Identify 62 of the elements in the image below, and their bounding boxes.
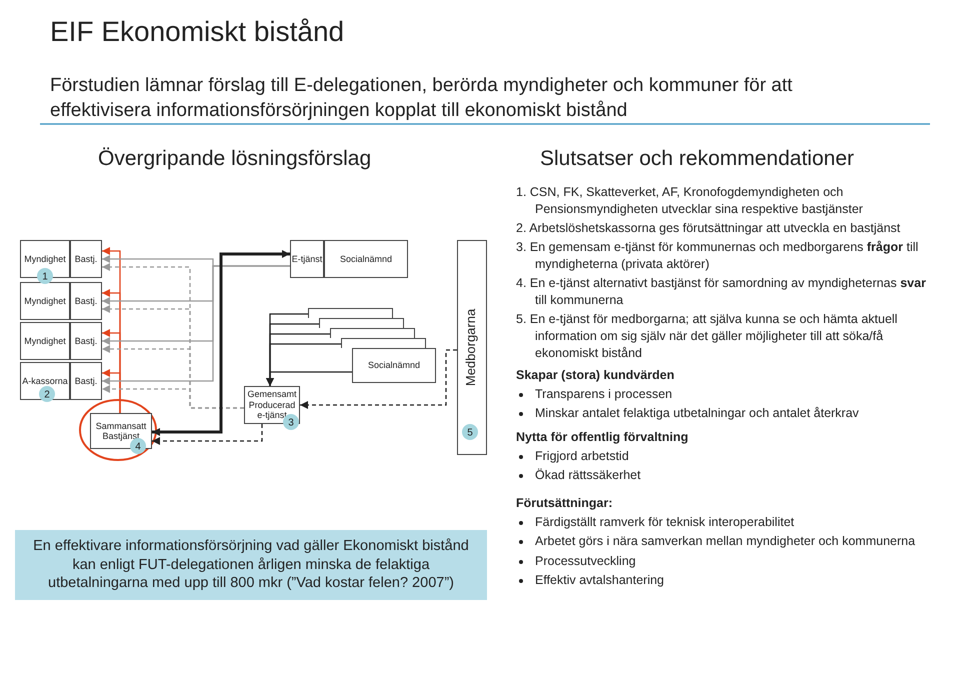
process-box (20, 282, 70, 320)
arrow (266, 371, 352, 386)
node-label: Bastj. (74, 376, 98, 386)
arrow (102, 265, 290, 385)
note-text: En effektivare informationsförsörjning vad gäller Ekonomiskt bistånd kan enligt FUT-delegationen årligen minska de felaktiga utbetalningarna med upp till 800 mkr (”Vad kostar felen? 2007”) (32, 536, 470, 594)
arrow (152, 250, 290, 436)
list-item: Frigjord arbetstid (535, 448, 630, 465)
node-label: Socialnämnd (340, 254, 392, 264)
process-box (20, 240, 70, 278)
node-label: Myndighet (24, 336, 66, 346)
node-label: Bastj. (74, 296, 98, 306)
list-heading: Skapar (stora) kundvärden (516, 367, 676, 384)
list-item: Ökad rättssäkerhet (535, 467, 642, 484)
list-item: Processutveckling (535, 553, 637, 570)
section-heading: Övergripande lösningsförslag (98, 146, 372, 172)
node-label: E-tjänst (292, 254, 322, 264)
list-item: Arbetet görs i nära samverkan mellan myndigheter och kommunerna (535, 533, 916, 550)
process-box (70, 362, 102, 400)
callout-number: 2 (39, 386, 55, 402)
list-item: 3. En gemensam e-tjänst för kommunernas och medborgarens frågor till myndigheterna (privata aktörer) (516, 239, 920, 273)
process-box (70, 322, 102, 360)
callout-number: 1 (37, 268, 53, 284)
section-heading: Slutsatser och rekommendationer (540, 146, 855, 172)
list-item: Minskar antalet felaktiga utbetalningar och antalet återkrav (535, 405, 860, 422)
stacked-box (308, 308, 393, 318)
list-heading: Nytta för offentlig förvaltning (516, 429, 690, 446)
note-panel (15, 530, 487, 600)
stacked-box (341, 338, 426, 348)
arrow (152, 424, 263, 445)
node-label: Myndighet (24, 254, 66, 264)
process-box (352, 348, 436, 383)
list-item: 2. Arbetslöshetskassorna ges förutsättningar att utveckla en bastjänst (516, 220, 902, 237)
list-item: Färdigställt ramverk för teknisk interoperabilitet (535, 514, 796, 531)
process-box (90, 413, 152, 449)
node-label: Bastj. (74, 254, 98, 264)
process-box (20, 362, 70, 400)
stacked-box (330, 328, 415, 338)
node-label: Socialnämnd (368, 360, 420, 371)
node-label: Medborgarna (464, 308, 480, 386)
callout-number: 4 (130, 438, 146, 454)
list-heading: Förutsättningar: (516, 495, 614, 512)
node-label: Bastj. (74, 336, 98, 346)
node-label: Myndighet (24, 296, 66, 306)
list-item: Transparens i processen (535, 386, 674, 403)
process-box (290, 240, 324, 278)
stacked-box (319, 318, 404, 328)
subtitle: Förstudien lämnar förslag till E-delegationen, berörda myndigheter och kommuner för att effektivisera informationsförsörjningen kopplat till ekonomiskt bistånd (50, 74, 794, 123)
node-label: A-kassorna (22, 376, 68, 386)
actor-bar (457, 240, 487, 455)
arrow (300, 349, 457, 409)
process-box (70, 240, 102, 278)
process-box (324, 240, 408, 278)
process-box (70, 282, 102, 320)
list-item: 4. En e-tjänst alternativt bastjänst för samordning av myndigheternas svar till kommunerna (516, 275, 927, 309)
slide-title: EIF Ekonomiskt bistånd (50, 16, 346, 48)
list-item: 5. En e-tjänst för medborgarna; att själva kunna se och hämta aktuell information om sig själv när det gäller möjligheter till att söka/få ekonomiskt bistånd (516, 311, 898, 362)
callout-number: 5 (462, 424, 478, 440)
arrow (102, 369, 121, 413)
process-box (20, 322, 70, 360)
arrow (102, 385, 244, 409)
list-item: 1. CSN, FK, Skatteverket, AF, Kronofogdemyndigheten och Pensionsmyndigheten utvecklar sina respektive bastjänster (516, 184, 864, 218)
list-item: Effektiv avtalshantering (535, 572, 666, 589)
